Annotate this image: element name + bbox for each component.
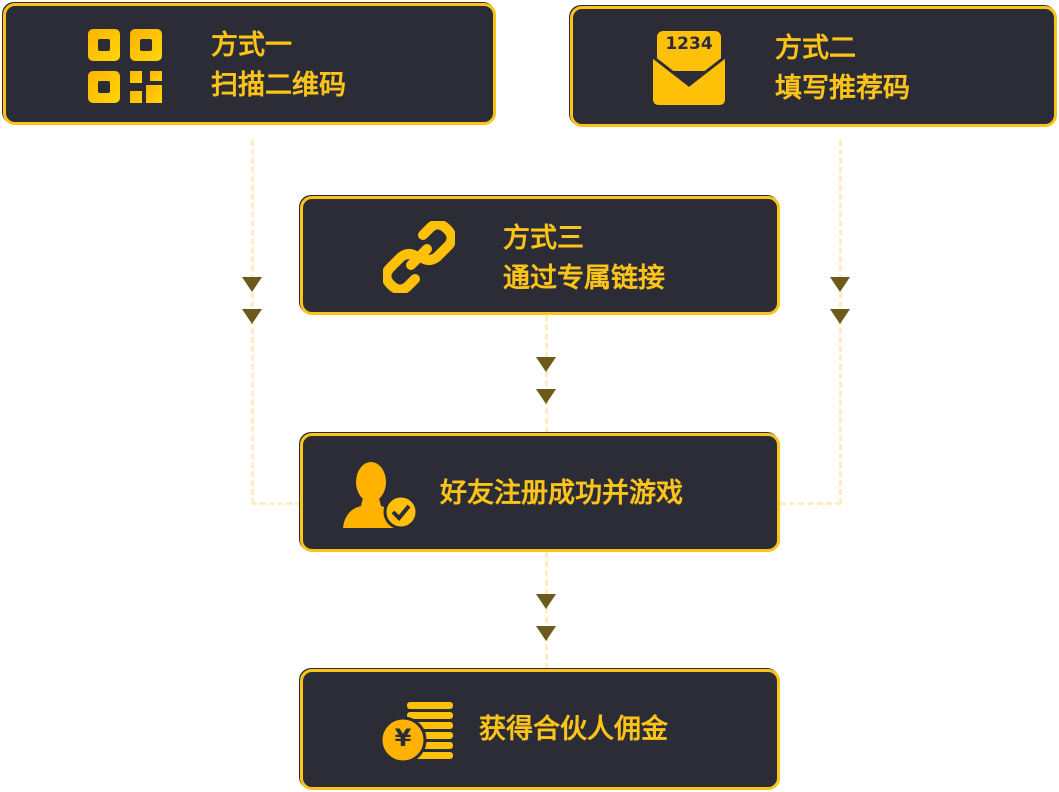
yen-symbol: ¥ <box>394 724 412 752</box>
arrow-down-icon <box>242 277 262 292</box>
register-label: 好友注册成功并游戏 <box>440 478 683 509</box>
register-box: 好友注册成功并游戏 <box>300 433 780 552</box>
arrow-down-icon <box>536 389 556 404</box>
arrow-down-icon <box>536 357 556 372</box>
qr-code-icon <box>88 29 162 103</box>
arrow-down-icon <box>242 309 262 324</box>
arrow-down-icon <box>830 309 850 324</box>
method2-title: 方式二 <box>775 33 856 64</box>
reward-label: 获得合伙人佣金 <box>479 714 668 745</box>
method1-title: 方式一 <box>211 30 292 61</box>
method1-subtitle: 扫描二维码 <box>211 70 346 101</box>
method3-box: 方式三 通过专属链接 <box>300 196 780 315</box>
arrow-down-icon <box>830 277 850 292</box>
connector-center-1 <box>545 315 548 433</box>
envelope-code-text: 1234 <box>665 34 713 54</box>
user-check-icon <box>343 462 419 530</box>
connector-center-2 <box>545 552 548 669</box>
link-icon <box>383 221 455 293</box>
connector-right-h <box>780 502 841 505</box>
method3-subtitle: 通过专属链接 <box>503 263 665 294</box>
method3-title: 方式三 <box>503 223 584 254</box>
arrow-down-icon <box>536 626 556 641</box>
method1-box: 方式一 扫描二维码 <box>3 3 496 125</box>
arrow-down-icon <box>536 594 556 609</box>
reward-box: ¥ 获得合伙人佣金 <box>300 669 780 790</box>
method2-subtitle: 填写推荐码 <box>775 73 910 104</box>
connector-left-h <box>251 502 301 505</box>
envelope-code-icon: 1234 <box>651 27 727 107</box>
method2-box: 1234 方式二 填写推荐码 <box>570 6 1057 127</box>
coins-yen-icon: ¥ <box>381 700 457 764</box>
